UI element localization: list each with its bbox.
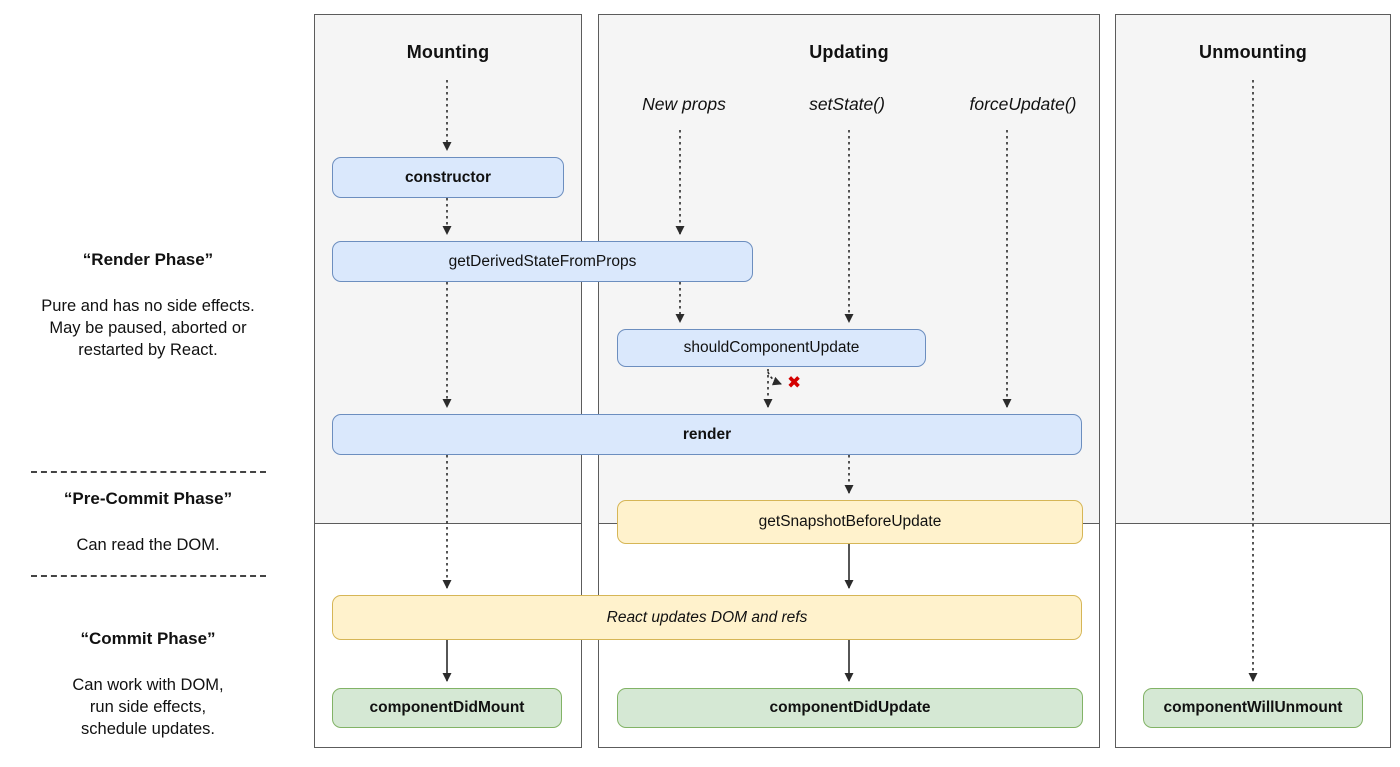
component-did-mount-box: componentDidMount <box>332 688 562 728</box>
get-derived-state-from-props-box: getDerivedStateFromProps <box>332 241 753 282</box>
commit-phase-title: “Commit Phase” <box>80 629 216 648</box>
react-updates-dom-box: React updates DOM and refs <box>332 595 1082 640</box>
update-cancelled-x-icon: ✖ <box>787 373 802 392</box>
should-component-update-box: shouldComponentUpdate <box>617 329 926 367</box>
unmounting-column: Unmounting <box>1115 14 1391 748</box>
render-phase-description: Pure and has no side effects. May be pau… <box>41 297 255 359</box>
setstate-trigger-label: setState() <box>809 94 885 114</box>
unmounting-render-section <box>1116 15 1390 524</box>
render-box: render <box>332 414 1082 455</box>
component-will-unmount-box: componentWillUnmount <box>1143 688 1363 728</box>
render-phase-title: “Render Phase” <box>82 250 214 269</box>
forceupdate-trigger-label: forceUpdate() <box>969 94 1077 114</box>
component-did-update-box: componentDidUpdate <box>617 688 1083 728</box>
mounting-column-title: Mounting <box>406 42 490 62</box>
updating-column-title: Updating <box>809 42 889 62</box>
pre-commit-phase-description: Can read the DOM. <box>76 536 220 554</box>
get-snapshot-before-update-box: getSnapshotBeforeUpdate <box>617 500 1083 544</box>
phase-divider <box>31 575 266 577</box>
phase-divider <box>31 471 266 473</box>
commit-phase-description: Can work with DOM, run side effects, sch… <box>72 676 224 738</box>
constructor-box: constructor <box>332 157 564 198</box>
pre-commit-phase-title: “Pre-Commit Phase” <box>63 489 233 508</box>
new-props-trigger-label: New props <box>642 94 726 114</box>
unmounting-column-title: Unmounting <box>1199 42 1307 62</box>
